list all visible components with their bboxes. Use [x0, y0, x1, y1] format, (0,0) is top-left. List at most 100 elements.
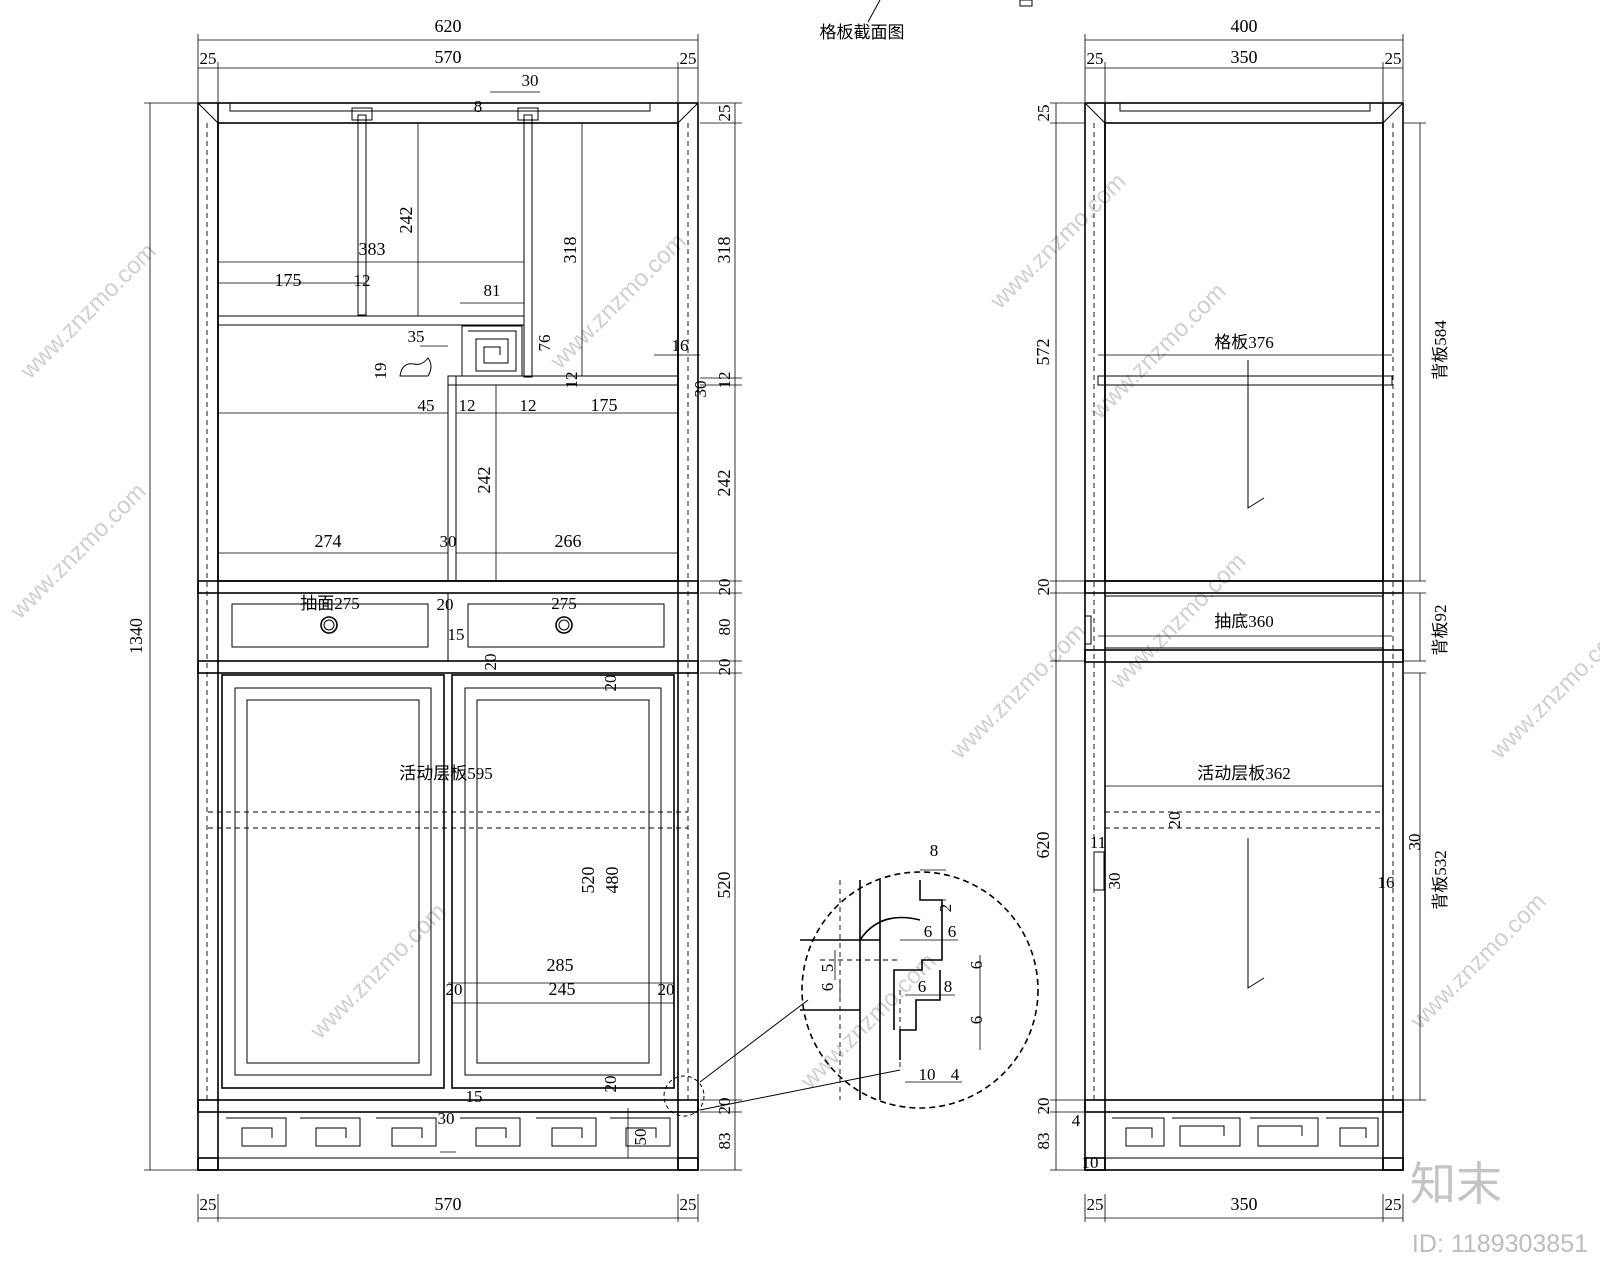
dim-20-a: 20 [437, 595, 454, 614]
front-top-rail-detail [229, 103, 651, 112]
detail-leader-2 [699, 1069, 901, 1111]
side-base-rail [1084, 1099, 1404, 1113]
dim-175-b: 175 [591, 395, 618, 415]
watermark-text: www.znzmo.com [4, 478, 151, 625]
side-top-rail [1084, 102, 1404, 124]
dim-15-b: 15 [466, 1087, 483, 1106]
dim-12-b: 12 [562, 372, 581, 389]
section-marker [1019, 0, 1033, 7]
detail-6-a: 6 [924, 922, 933, 941]
dim-242-b: 242 [474, 467, 494, 494]
dim-bottom-25-right: 25 [680, 1195, 697, 1214]
door-right-outer [451, 674, 675, 1089]
watermark-layer: www.znzmo.com www.znzmo.com www.znzmo.co… [4, 168, 1600, 1095]
side-leg-right [1382, 1157, 1404, 1171]
dim-285: 285 [547, 955, 574, 975]
detail-6-d: 6 [967, 961, 986, 970]
dim-245: 245 [549, 979, 576, 999]
side-dim-bottom-350: 350 [1231, 1194, 1258, 1214]
detail-8: 8 [930, 841, 939, 860]
side-dim-572: 572 [1033, 339, 1053, 366]
side-leg-left [1084, 1157, 1106, 1171]
drawer-right [467, 603, 665, 648]
dim-right-80: 80 [715, 619, 734, 636]
side-dim-30-a: 30 [1105, 873, 1124, 890]
door-left-outer [221, 674, 445, 1089]
watermark-text: www.znzmo.com [984, 168, 1131, 315]
detail-source-circle [663, 1075, 705, 1117]
side-dim-25-right: 25 [1385, 49, 1402, 68]
dim-right-83: 83 [715, 1133, 734, 1150]
side-dim-16: 16 [1378, 873, 1395, 892]
dim-20-d: 20 [446, 980, 463, 999]
side-drawer-rail-bottom [1084, 649, 1404, 663]
dim-274: 274 [315, 531, 342, 551]
side-outer-frame [1084, 102, 1404, 1171]
door-left-frame [234, 687, 432, 1076]
detail-circle [801, 871, 1039, 1109]
drawer-pull-left [320, 616, 338, 634]
detail-leader-1 [699, 999, 809, 1083]
side-dim-bottom-25-right: 25 [1385, 1195, 1402, 1214]
section-leader [867, 0, 881, 23]
leg-left [197, 1157, 219, 1171]
bracket-curl [399, 357, 432, 377]
dim-right-20-b: 20 [715, 659, 734, 676]
dim-25-left: 25 [200, 49, 217, 68]
dim-19: 19 [371, 363, 390, 380]
detail-8-b: 8 [944, 977, 953, 996]
joint-detail: 8 2 6 6 5 6 6 6 8 6 10 4 [663, 841, 1039, 1117]
front-outer-frame [197, 102, 699, 1171]
detail-6-c: 6 [818, 983, 837, 992]
side-dim-20-b: 20 [1034, 1098, 1053, 1115]
side-dim-20: 20 [1165, 812, 1184, 829]
drawer-rail-top [197, 580, 699, 594]
side-break-1 [1247, 360, 1265, 509]
side-dim-bottom-25-left: 25 [1087, 1195, 1104, 1214]
dim-12-a: 12 [354, 271, 371, 290]
dim-lines-front [144, 34, 742, 1222]
side-drawer-rail-top [1084, 580, 1404, 594]
side-drawer-bottom-label: 抽底360 [1214, 612, 1274, 631]
detail-6-b: 6 [948, 922, 957, 941]
dim-20-e: 20 [658, 980, 675, 999]
movable-shelf-label: 活动层板595 [399, 764, 493, 783]
side-dim-20-a: 20 [1034, 579, 1053, 596]
side-dim-11: 11 [1090, 833, 1106, 852]
dim-bottom-25-left: 25 [200, 1195, 217, 1214]
dim-318: 318 [560, 237, 580, 264]
dim-266: 266 [555, 531, 582, 551]
door-right-panel [476, 699, 650, 1064]
dim-right-318: 318 [714, 237, 734, 264]
watermark-text: www.znzmo.com [14, 238, 161, 385]
apron-fret-3 [536, 1117, 671, 1147]
detail-5: 5 [818, 964, 837, 973]
door-left-panel [246, 699, 420, 1064]
dim-81: 81 [484, 281, 501, 300]
side-apron-fret [1112, 1117, 1379, 1147]
side-dim-25-left: 25 [1087, 49, 1104, 68]
detail-4: 4 [951, 1065, 960, 1084]
dim-30-d: 30 [438, 1109, 455, 1128]
side-back-92: 背板92 [1431, 605, 1450, 656]
apron-fret-2 [376, 1117, 521, 1147]
dim-20-c: 20 [601, 675, 620, 692]
side-shelf [1097, 375, 1393, 386]
dim-right-25: 25 [715, 105, 734, 122]
dim-right-12: 12 [715, 372, 734, 389]
dim-right-20-c: 20 [715, 1098, 734, 1115]
side-dim-83: 83 [1034, 1133, 1053, 1150]
side-dim-4: 4 [1072, 1111, 1081, 1130]
detail-profile [800, 880, 943, 1100]
drawer-face-label-right: 275 [551, 594, 577, 613]
dim-1340: 1340 [126, 618, 146, 654]
front-top-corner [197, 102, 699, 124]
dim-383: 383 [359, 239, 386, 259]
detail-2: 2 [936, 904, 955, 913]
detail-6-e: 6 [918, 977, 927, 996]
shelf-section-callout: 格板截面图 [820, 0, 1033, 42]
dim-175-a: 175 [275, 270, 302, 290]
detail-10: 10 [919, 1065, 936, 1084]
detail-6-f: 6 [967, 1016, 986, 1025]
side-break-2 [1247, 838, 1265, 989]
